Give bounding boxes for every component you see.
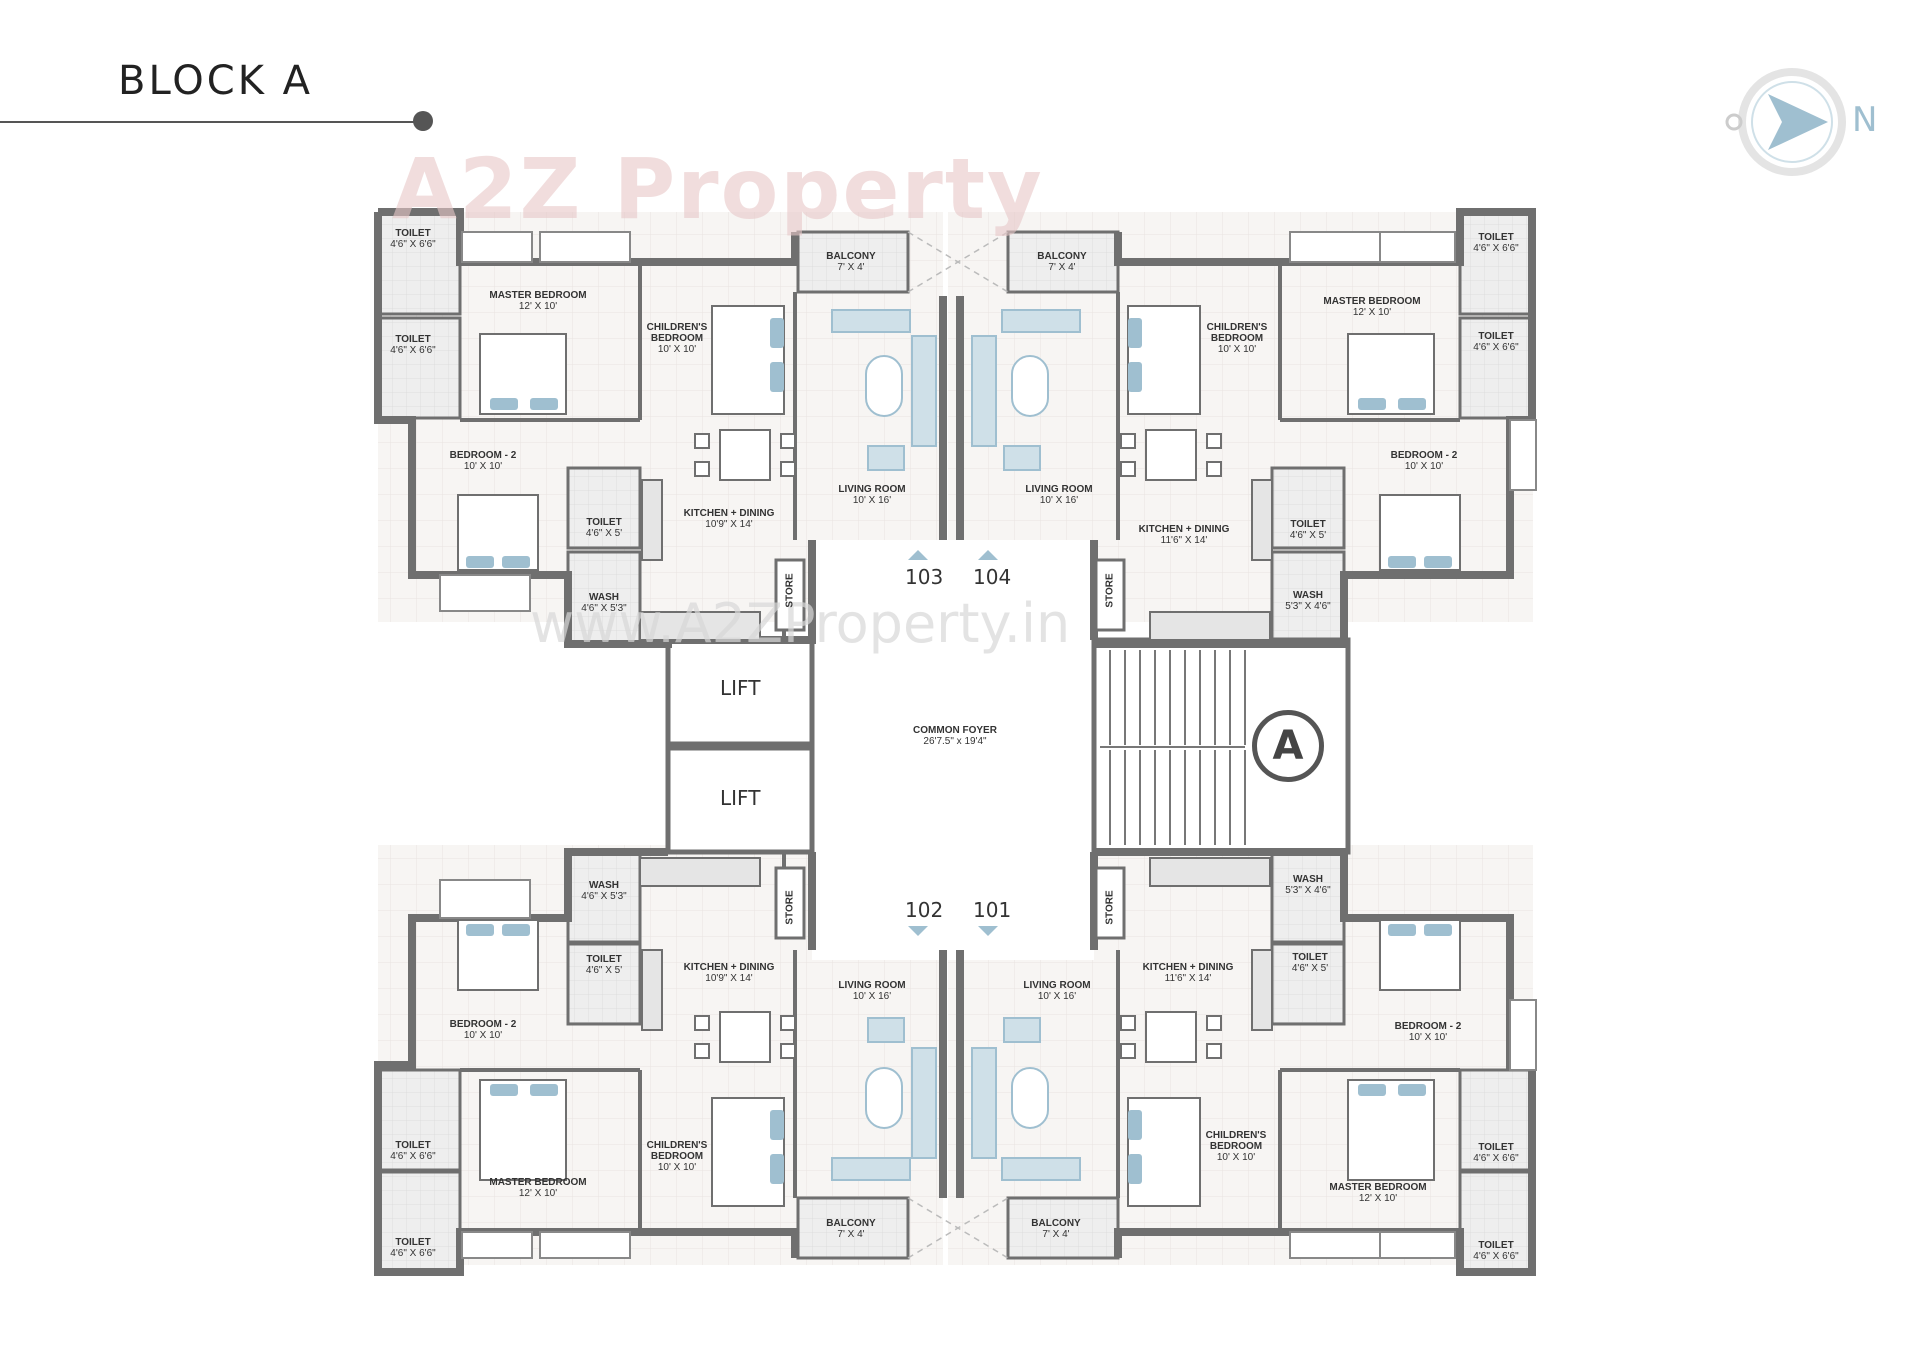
store-label: STORE	[1104, 890, 1116, 925]
unit-102-label: 102	[905, 898, 944, 922]
living-furniture	[831, 309, 1081, 1181]
dining-tables	[694, 429, 1222, 1063]
unit-104-label: 104	[973, 565, 1012, 589]
brand-watermark: A2Z Property	[392, 140, 1044, 238]
unit-101-label: 101	[973, 898, 1012, 922]
store-rooms	[774, 558, 1126, 940]
core	[665, 540, 1351, 960]
block-a-badge: A	[1252, 710, 1324, 782]
lift-1-label: LIFT	[720, 676, 761, 700]
pillows	[466, 318, 1452, 1184]
partitions	[460, 262, 1460, 1232]
entry-arrows	[908, 550, 998, 936]
store-label: STORE	[784, 573, 796, 608]
windows	[439, 231, 1537, 1259]
kitchen-counters	[639, 479, 1273, 1031]
wet-areas	[378, 212, 1534, 1274]
url-watermark: www.A2ZProperty.in	[530, 592, 1071, 655]
lift-2-label: LIFT	[720, 786, 761, 810]
north-compass-icon	[1725, 68, 1846, 176]
title-divider	[0, 121, 420, 123]
store-label: STORE	[784, 890, 796, 925]
unit-103-label: 103	[905, 565, 944, 589]
title-divider-dot	[413, 111, 433, 131]
balcony-dashes	[907, 231, 1009, 1259]
north-label: N	[1852, 100, 1878, 140]
page-title: BLOCK A	[118, 58, 314, 104]
store-label: STORE	[1104, 573, 1116, 608]
